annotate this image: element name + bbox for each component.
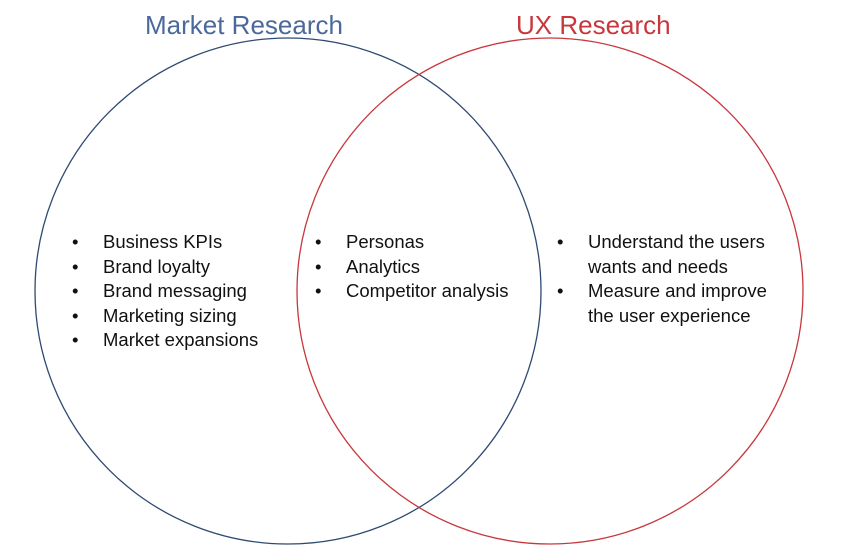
ux-research-title: UX Research: [516, 10, 671, 40]
market-research-circle: [34, 37, 542, 545]
list-item: Competitor analysis: [313, 279, 508, 304]
list-item: Analytics: [313, 255, 508, 280]
market-research-list: Business KPIs Brand loyalty Brand messag…: [70, 230, 258, 353]
list-item-line: wants and needs: [588, 255, 728, 277]
shared-research-list: Personas Analytics Competitor analysis: [313, 230, 508, 304]
list-item: Brand loyalty: [70, 255, 258, 280]
list-item: Brand messaging: [70, 279, 258, 304]
list-item: Understand the users wants and needs: [555, 230, 767, 279]
list-item: Market expansions: [70, 328, 258, 353]
list-item: Personas: [313, 230, 508, 255]
ux-research-list: Understand the users wants and needs Mea…: [555, 230, 767, 328]
list-item: Business KPIs: [70, 230, 258, 255]
list-item-line: the user experience: [588, 304, 751, 326]
market-research-title: Market Research: [145, 10, 343, 40]
list-item: Marketing sizing: [70, 304, 258, 329]
list-item-line: Measure and improve: [588, 280, 767, 301]
ux-research-circle: [296, 37, 804, 545]
list-item-line: Understand the users: [588, 231, 765, 252]
list-item: Measure and improve the user experience: [555, 279, 767, 328]
